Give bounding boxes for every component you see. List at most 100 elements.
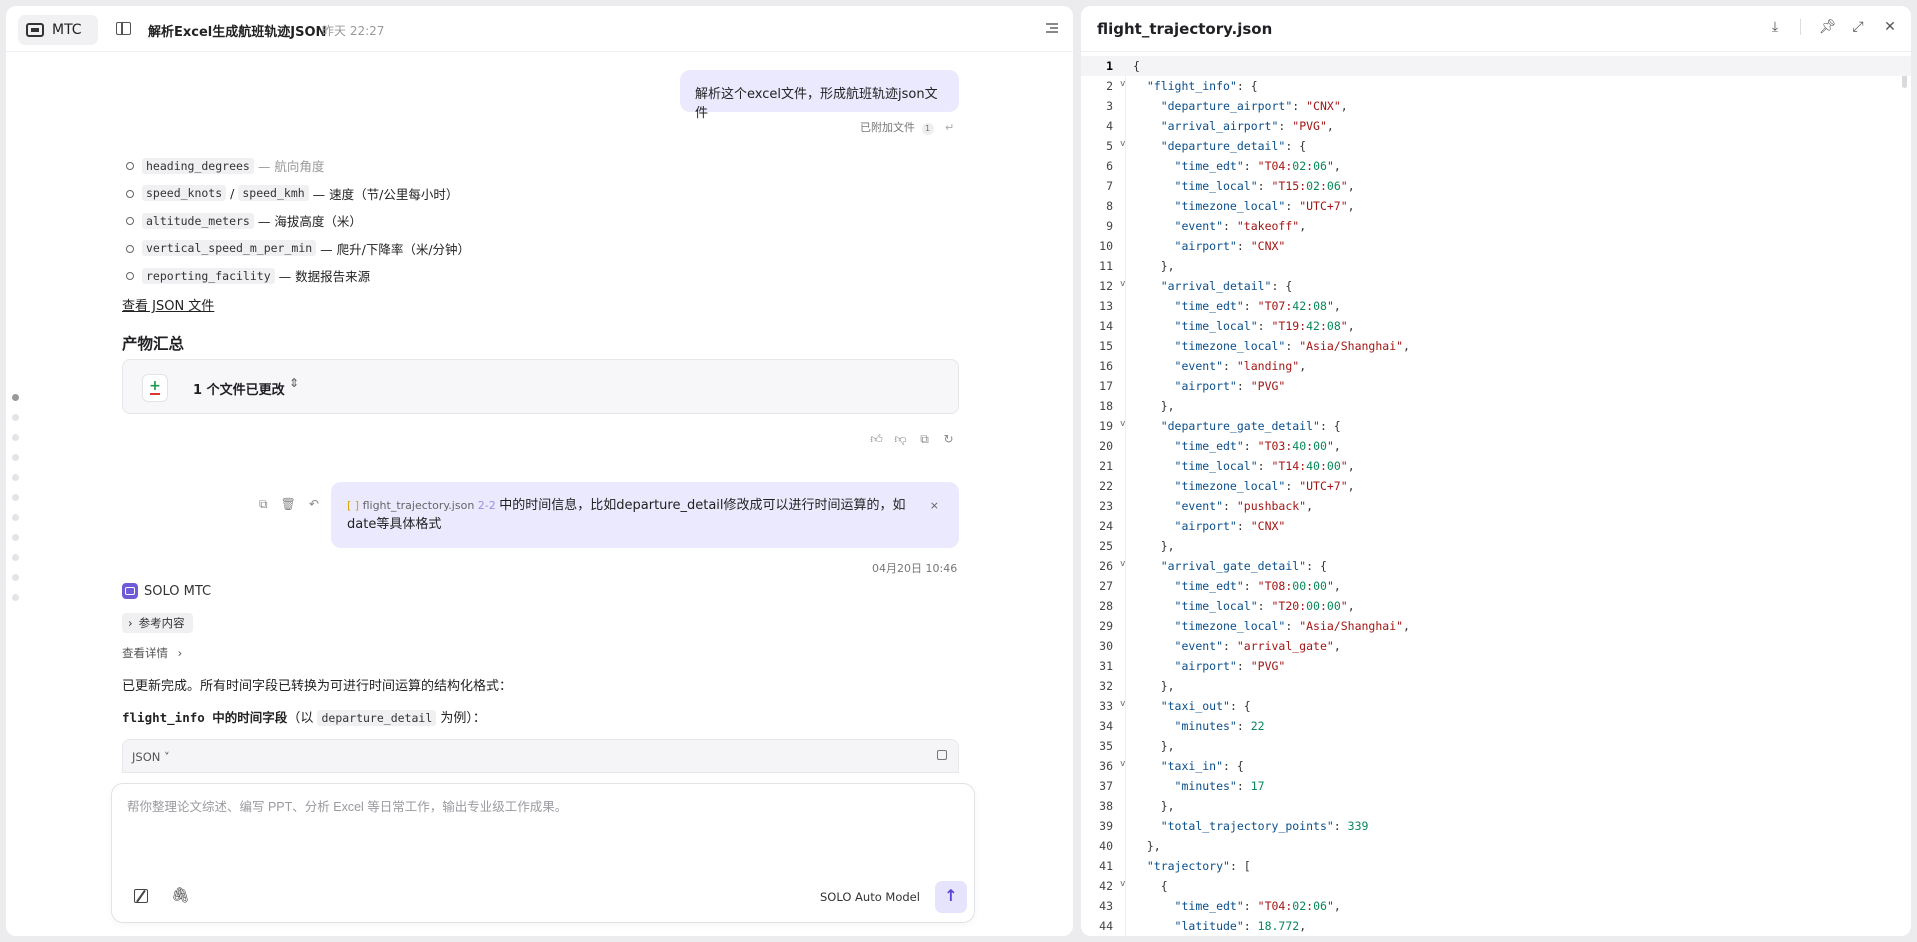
- fold-chevron-icon[interactable]: v: [1120, 879, 1126, 889]
- chevron-right-icon: ›: [177, 646, 183, 660]
- collapse-icon[interactable]: ⨯: [929, 499, 939, 512]
- line-number: 28: [1099, 599, 1113, 613]
- file-reference-tag[interactable]: [ ] flight_trajectory.json 2-2: [347, 499, 496, 512]
- code-line[interactable]: 20 "time_edt": "T03:40:00",: [1081, 436, 1911, 456]
- scrollbar-thumb[interactable]: [1902, 64, 1907, 88]
- fold-chevron-icon[interactable]: v: [1120, 79, 1126, 89]
- undo-icon[interactable]: ↶: [308, 497, 319, 511]
- model-selector[interactable]: SOLO Auto Model: [820, 890, 920, 904]
- copy-code-icon[interactable]: [937, 750, 947, 760]
- fold-chevron-icon[interactable]: v: [1120, 279, 1126, 289]
- reference-toggle[interactable]: › 参考内容: [122, 613, 193, 633]
- list-item: reporting_facility — 数据报告来源: [126, 262, 470, 290]
- code-line[interactable]: 38 },: [1081, 796, 1911, 816]
- delete-icon[interactable]: 🗑︎: [280, 497, 296, 511]
- copy-icon[interactable]: ⧉: [259, 497, 268, 511]
- code-line[interactable]: 34 "minutes": 22: [1081, 716, 1911, 736]
- code-line[interactable]: 27 "time_edt": "T08:00:00",: [1081, 576, 1911, 596]
- code-line[interactable]: 35 },: [1081, 736, 1911, 756]
- code-line[interactable]: 37 "minutes": 17: [1081, 776, 1911, 796]
- workspace-switcher[interactable]: MTC: [18, 15, 98, 45]
- code-line[interactable]: 40 },: [1081, 836, 1911, 856]
- message-composer: 🖇︎ SOLO Auto Model ↑: [111, 783, 975, 923]
- close-icon[interactable]: ✕: [1884, 19, 1896, 35]
- outline-icon[interactable]: [1042, 21, 1058, 35]
- code-line[interactable]: 30 "event": "arrival_gate",: [1081, 636, 1911, 656]
- fold-chevron-icon[interactable]: v: [1120, 139, 1126, 149]
- expand-icon[interactable]: ⇕: [289, 376, 300, 390]
- code-line[interactable]: 22 "timezone_local": "UTC+7",: [1081, 476, 1911, 496]
- code-line[interactable]: 6 "time_edt": "T04:02:06",: [1081, 156, 1911, 176]
- copy-icon[interactable]: ⧉: [920, 432, 929, 446]
- code-line[interactable]: 25 },: [1081, 536, 1911, 556]
- gutter-divider: [1125, 56, 1126, 936]
- code-line[interactable]: 11 },: [1081, 256, 1911, 276]
- code-line[interactable]: 24 "airport": "CNX": [1081, 516, 1911, 536]
- code-line[interactable]: 16 "event": "landing",: [1081, 356, 1911, 376]
- download-icon[interactable]: ⤓: [1771, 19, 1779, 35]
- code-line[interactable]: 44 "latitude": 18.772,: [1081, 916, 1911, 936]
- code-line[interactable]: 7 "time_local": "T15:02:06",: [1081, 176, 1911, 196]
- fold-chevron-icon[interactable]: v: [1120, 699, 1126, 709]
- sidebar-toggle-icon[interactable]: [116, 22, 131, 35]
- code-line[interactable]: 31 "airport": "PVG": [1081, 656, 1911, 676]
- thumbs-up-icon[interactable]: 👍︎: [870, 432, 883, 446]
- code-language-select[interactable]: JSON ˅: [132, 750, 170, 764]
- code-line[interactable]: 28 "time_local": "T20:00:00",: [1081, 596, 1911, 616]
- code-line[interactable]: 17 "airport": "PVG": [1081, 376, 1911, 396]
- list-item: heading_degrees — 航向角度: [126, 152, 470, 180]
- fold-chevron-icon[interactable]: v: [1120, 759, 1126, 769]
- field-list: heading_degrees — 航向角度 speed_knots / spe…: [126, 152, 470, 290]
- code-line[interactable]: 13 "time_edt": "T07:42:08",: [1081, 296, 1911, 316]
- code-line[interactable]: 18 },: [1081, 396, 1911, 416]
- expand-icon[interactable]: ⤢: [1852, 19, 1864, 35]
- code-line[interactable]: 15 "timezone_local": "Asia/Shanghai",: [1081, 336, 1911, 356]
- code-text: },: [1133, 539, 1175, 553]
- send-button[interactable]: ↑: [935, 881, 967, 913]
- code-line[interactable]: 41 "trajectory": [: [1081, 856, 1911, 876]
- code-text: "time_local": "T20:00:00",: [1174, 599, 1355, 613]
- attachment-indicator[interactable]: 已附加文件 1 ↵: [860, 121, 955, 135]
- fold-chevron-icon[interactable]: v: [1120, 559, 1126, 569]
- code-line[interactable]: 32 },: [1081, 676, 1911, 696]
- code-line[interactable]: 1{: [1081, 56, 1911, 76]
- chat-panel: MTC 解析Excel生成航班轨迹JSON 昨天 22:27 解析这个excel…: [6, 6, 1073, 936]
- code-line[interactable]: 10 "airport": "CNX": [1081, 236, 1911, 256]
- code-line[interactable]: 39 "total_trajectory_points": 339: [1081, 816, 1911, 836]
- view-json-link[interactable]: 查看 JSON 文件: [122, 299, 215, 314]
- code-line[interactable]: 43 "time_edt": "T04:02:06",: [1081, 896, 1911, 916]
- files-changed-card[interactable]: + 1 个文件已更改 ⇕: [122, 359, 959, 414]
- code-line[interactable]: 9 "event": "takeoff",: [1081, 216, 1911, 236]
- prompt-input[interactable]: [127, 800, 947, 814]
- details-link[interactable]: 查看详情 ›: [122, 646, 183, 660]
- pin-icon[interactable]: 📌︎: [1819, 19, 1837, 35]
- code-line[interactable]: 29 "timezone_local": "Asia/Shanghai",: [1081, 616, 1911, 636]
- fold-chevron-icon[interactable]: v: [1120, 419, 1126, 429]
- regenerate-icon[interactable]: ↻: [943, 432, 954, 446]
- code-text: "arrival_detail": {: [1160, 279, 1293, 293]
- code-text: "departure_airport": "CNX",: [1160, 99, 1348, 113]
- line-number: 30: [1099, 639, 1113, 653]
- code-line[interactable]: 14 "time_local": "T19:42:08",: [1081, 316, 1911, 336]
- undo-icon[interactable]: ↵: [945, 121, 955, 134]
- code-text: {: [1133, 59, 1140, 73]
- code-line[interactable]: 4 "arrival_airport": "PVG",: [1081, 116, 1911, 136]
- code-line[interactable]: 23 "event": "pushback",: [1081, 496, 1911, 516]
- code-line[interactable]: 21 "time_local": "T14:40:00",: [1081, 456, 1911, 476]
- code-text: "timezone_local": "Asia/Shanghai",: [1174, 619, 1410, 633]
- thumbs-down-icon[interactable]: 👎︎: [894, 432, 907, 446]
- code-line[interactable]: 8 "timezone_local": "UTC+7",: [1081, 196, 1911, 216]
- attach-icon[interactable]: 🖇︎: [171, 886, 191, 904]
- command-icon[interactable]: [134, 889, 148, 903]
- code-line[interactable]: 3 "departure_airport": "CNX",: [1081, 96, 1911, 116]
